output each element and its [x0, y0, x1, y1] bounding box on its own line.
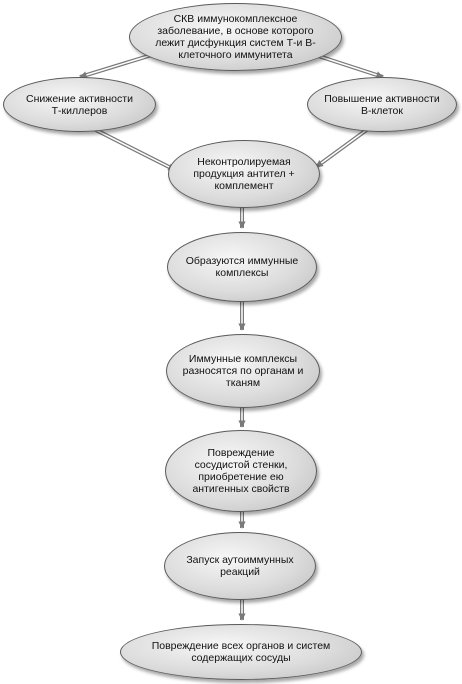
node-immune-complexes-spread: Иммунные комплексы разносятся по органам…	[166, 334, 320, 408]
node-complexes-spread-text: Иммунные комплексы разносятся по органам…	[182, 353, 304, 389]
node-b-cell-activity-increase: Повышение активности В-клеток	[307, 77, 457, 132]
node-all-organs-text: Повреждение всех органов и систем содерж…	[151, 640, 331, 664]
node-uncontrolled-antibody-production: Неконтролируемая продукция антител + ком…	[168, 140, 320, 208]
node-vessel-damage-text: Повреждение сосудистой стенки, приобрете…	[192, 447, 290, 495]
node-t-killer-activity-decrease: Снижение активности Т-киллеров	[3, 77, 156, 132]
node-sle-text: СКВ иммунокомплексное заболевание, в осн…	[155, 13, 316, 61]
arrow-right-to-uncontrolled	[314, 124, 374, 169]
node-uncontrolled-text: Неконтролируемая продукция антител + ком…	[193, 156, 295, 192]
node-complexes-form-text: Образуются иммунные комплексы	[185, 255, 299, 279]
node-autoimmune-reactions: Запуск аутоиммунных реакций	[164, 532, 316, 600]
node-all-organs-damage: Повреждение всех органов и систем содерж…	[120, 624, 362, 680]
node-autoimmune-text: Запуск аутоиммунных реакций	[186, 554, 294, 578]
node-immune-complexes-form: Образуются иммунные комплексы	[167, 232, 317, 302]
arrow-left-to-uncontrolled	[87, 124, 176, 172]
node-b-cell-text: Повышение активности В-клеток	[324, 92, 440, 117]
node-vessel-wall-damage: Повреждение сосудистой стенки, приобрете…	[165, 430, 317, 512]
node-t-killer-text: Снижение активности Т-киллеров	[26, 92, 133, 117]
node-sle-immune-complex-disease: СКВ иммунокомплексное заболевание, в осн…	[129, 3, 342, 71]
